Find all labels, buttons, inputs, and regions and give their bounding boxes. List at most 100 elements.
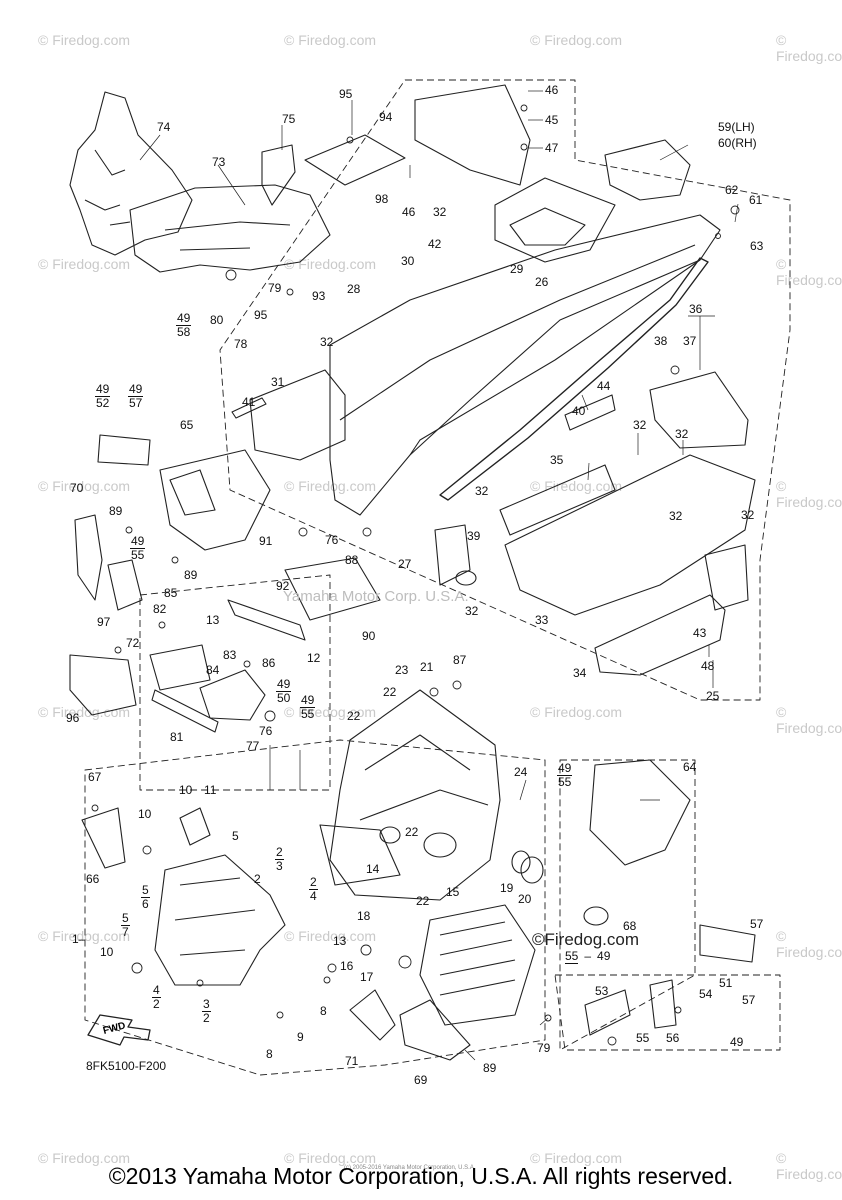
guard-96 [69,654,137,716]
callout-35: 35 [550,453,564,467]
callout-33: 33 [535,613,549,627]
callout-77: 77 [246,739,260,753]
callout-61: 61 [749,193,763,207]
watermark: © Firedog.com [284,256,377,272]
callout-43: 43 [693,626,707,640]
callout-42: 42 [428,237,442,251]
callout-22: 22 [405,825,419,839]
callout-12: 12 [307,651,321,665]
callout-11: 11 [204,783,217,797]
callout-48: 48 [701,659,715,673]
callout-8: 8 [266,1047,273,1061]
front-frame-group-box [84,739,546,1076]
front-frame-main [329,689,501,901]
callout-84: 84 [206,663,220,677]
callout-53: 53 [595,984,609,998]
watermark: © Firedog.com [776,32,842,64]
bracket-group-box [554,974,781,1051]
callout-1: 1– [72,932,86,946]
watermark: © Firedog.com [284,704,377,720]
callout-55: 55 [636,1031,650,1045]
watermark: © Firedog.com [38,478,131,494]
bracket-36 [649,371,749,449]
callout-97: 97 [97,615,111,629]
callout-67: 67 [88,770,102,784]
radiator-15 [419,904,536,1026]
side-rail-34 [594,594,726,676]
callout-78: 78 [234,337,248,351]
callout-71: 71 [345,1054,359,1068]
callout-16: 16 [340,959,354,973]
watermark: © Firedog.com [284,1150,377,1166]
callout-13: 13 [333,934,347,948]
callout-89: 89 [483,1061,497,1075]
callout-41: 41 [242,395,256,409]
callout-26: 26 [535,275,549,289]
callout-32: 32 [741,508,755,522]
callout-56: 56 [666,1031,680,1045]
callout-15: 15 [446,885,460,899]
front-frame-73 [129,184,331,273]
callout-14: 14 [366,862,380,876]
callout-34: 34 [573,666,587,680]
callout-44: 44 [597,379,611,393]
watermark: © Firedog.com [530,32,623,48]
callout-10: 10 [100,945,114,959]
callout-96: 96 [66,711,80,725]
bracket-71 [349,989,396,1041]
callout-25: 25 [706,689,720,703]
callout-95: 95 [339,87,353,101]
watermark: © Firedog.com [530,478,623,494]
callout-76: 76 [259,724,273,738]
floor-panel-33 [504,454,756,616]
callout-23: 23 [395,663,409,677]
callout-79: 79 [537,1041,551,1055]
callout-86: 86 [262,656,276,670]
callout-69: 69 [414,1073,428,1087]
callout-30: 30 [401,254,415,268]
callout-32: 32 [675,427,689,441]
callout-92: 92 [276,579,290,593]
callout-28: 28 [347,282,361,296]
callout-27: 27 [398,557,412,571]
callout-37: 37 [683,334,697,348]
callout-64: 64 [683,760,697,774]
watermark: © Firedog.com [776,478,842,510]
callout-10: 10 [179,783,193,797]
slide-rail-40 [439,257,709,501]
callout-89: 89 [184,568,198,582]
callout-87: 87 [453,653,467,667]
callout-18: 18 [357,909,371,923]
callout-80: 80 [210,313,224,327]
fwd-label: FWD [102,1020,127,1037]
callout-81: 81 [170,730,184,744]
callout-83: 83 [223,648,237,662]
callout-57: 57 [742,993,756,1007]
callout-13: 13 [206,613,220,627]
callout-57: 57 [750,917,764,931]
callout-32: 32 [465,604,479,618]
callout-91: 91 [259,534,273,548]
callout-19: 19 [500,881,514,895]
callout-63: 63 [750,239,764,253]
callout-10: 10 [138,807,152,821]
fwd-arrow [87,1014,151,1046]
callout-73: 73 [212,155,226,169]
callout-79: 79 [268,281,282,295]
callout-70: 70 [70,481,84,495]
watermark: © Firedog.com [530,704,623,720]
callout-85: 85 [164,586,178,600]
side-plate-59-60 [604,139,691,201]
copyright-notice: ©2013 Yamaha Motor Corporation, U.S.A. A… [108,1163,734,1189]
tunnel-main [329,214,721,516]
